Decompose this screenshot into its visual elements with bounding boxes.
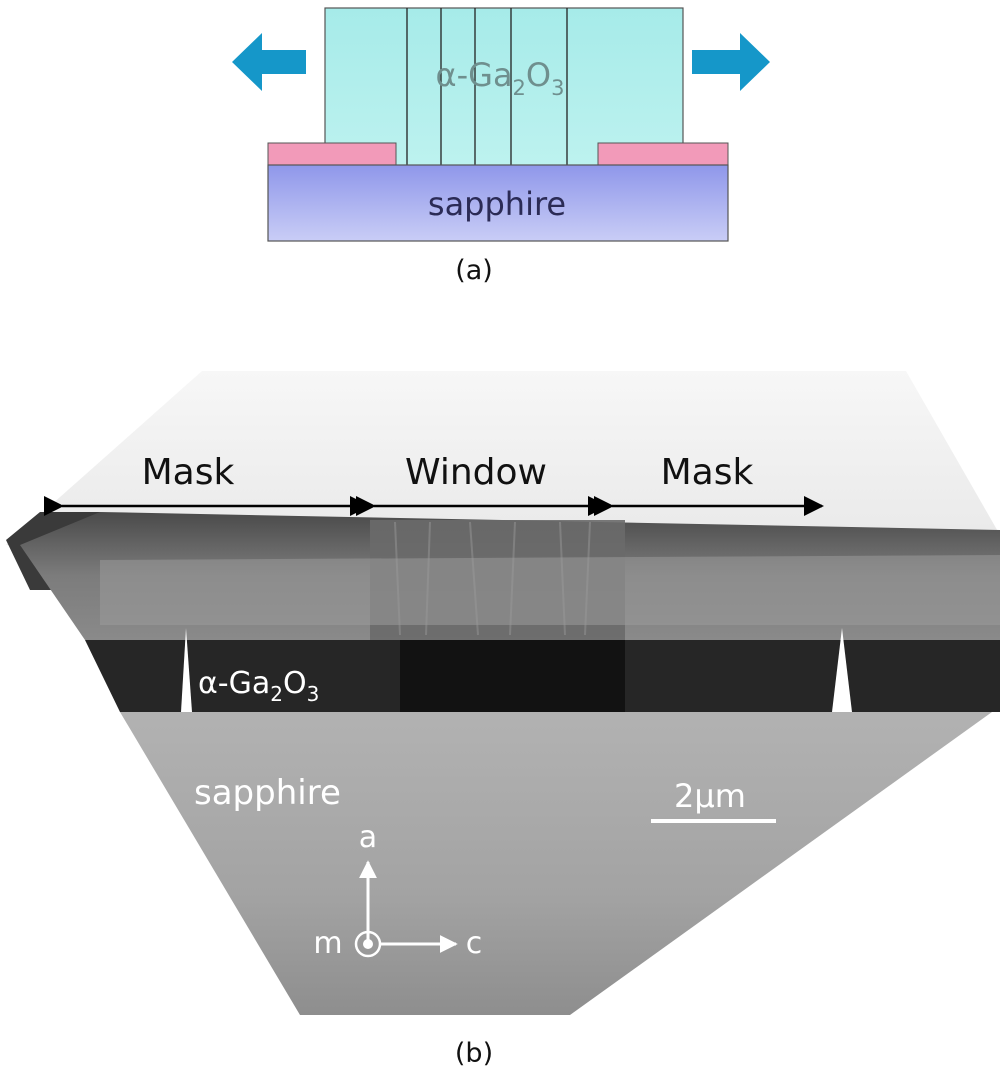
axis-label-c: c — [466, 926, 483, 961]
tem-substrate — [120, 712, 992, 1015]
mask-left — [267, 142, 397, 166]
panel-b-tem-image: Mask Window Mask α-Ga2O3 sapphire 2μm a … — [6, 371, 1000, 1069]
crystal-axes: a c m — [313, 820, 482, 961]
right-arrow-icon — [692, 33, 770, 91]
void-right — [832, 628, 852, 712]
dislocation-lines — [406, 8, 568, 166]
left-arrow-icon — [232, 33, 306, 91]
region-label-mask-right: Mask — [661, 452, 754, 493]
panel-a-schematic: α-Ga2O3 sapphire (a) — [232, 7, 770, 286]
panel-b-film-label: α-Ga2O3 — [198, 666, 319, 706]
region-label-window: Window — [405, 452, 547, 493]
film-block — [324, 7, 684, 167]
panel-b-caption: (b) — [455, 1038, 493, 1069]
axis-label-m: m — [313, 926, 342, 961]
out-of-plane-axis-icon — [354, 930, 382, 958]
void-left — [181, 628, 192, 712]
mask-right — [597, 142, 729, 166]
region-label-mask-left: Mask — [142, 452, 235, 493]
axis-label-a: a — [359, 820, 377, 855]
panel-a-caption: (a) — [455, 255, 493, 286]
panel-b-substrate-label: sapphire — [194, 773, 341, 813]
scale-bar-label: 2μm — [674, 777, 746, 815]
panel-a-film-label: α-Ga2O3 — [436, 56, 565, 100]
panel-a-substrate-label: sapphire — [428, 185, 566, 223]
substrate-block — [267, 164, 729, 242]
